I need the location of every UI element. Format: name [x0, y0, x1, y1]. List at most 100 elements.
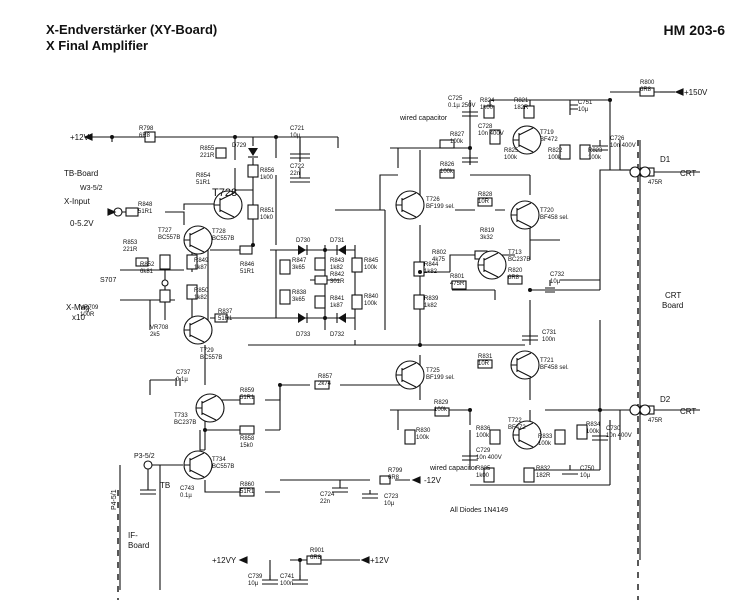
label-plus150v: +150V — [684, 88, 708, 97]
component-ref-r843: R843 — [330, 258, 345, 264]
label-tb-board: TB-Board — [64, 169, 98, 178]
component-value-t727: BC557B — [158, 235, 180, 241]
label-crt-1: CRT — [680, 169, 696, 178]
wires — [92, 91, 700, 590]
component-ref-c751: C751 — [578, 100, 593, 106]
component-value-c726: 10n 400V — [610, 143, 636, 149]
component-value-r825: 100k — [504, 155, 518, 161]
component-ref-t734: T734 — [212, 457, 226, 463]
title-german: X-Endverstärker (XY-Board) — [46, 22, 218, 37]
component-ref-vr708: VR708 — [150, 325, 169, 331]
component-labels: R7986R8R855221RD729R85451R1T728BC557BR85… — [80, 80, 663, 587]
component-ref-r847: R847 — [292, 258, 307, 264]
component-value-r835: 1k00 — [476, 473, 490, 479]
component-value-r860: 51R1 — [240, 489, 255, 495]
component-value-r840: 100k — [364, 301, 378, 307]
component-value-r901: 6R8 — [310, 555, 322, 561]
component-ref-r832: R832 — [536, 466, 551, 472]
component-value-c741: 100n — [280, 581, 293, 587]
label-wired-cap-top: wired capacitor — [399, 115, 448, 122]
component-value-r799: 6R8 — [388, 475, 400, 481]
diodes — [248, 148, 346, 323]
component-value-r853: 221R — [123, 247, 138, 253]
component-value-r838: 3k65 — [292, 297, 306, 303]
component-value-r822: 100k — [548, 155, 562, 161]
component-ref-r824: R824 — [480, 98, 495, 104]
component-ref-t722: T722 — [508, 418, 522, 424]
label-d2: D2 — [660, 395, 671, 404]
component-value-vr708: 2k5 — [150, 332, 160, 338]
component-ref-c729: C729 — [476, 448, 491, 454]
component-value-t728: BC557B — [212, 236, 234, 242]
title-english: X Final Amplifier — [46, 38, 149, 53]
component-ref-t725: T725 — [426, 368, 440, 374]
label-p3: P3-5/2 — [134, 453, 155, 460]
component-ref-r827: R827 — [450, 132, 465, 138]
component-value-r845: 100k — [364, 265, 378, 271]
component-ref-r822: R822 — [548, 148, 563, 154]
component-value-t713: BC237B — [508, 257, 530, 263]
component-value-r846: 51R1 — [240, 269, 255, 275]
component-value-t719: BF472 — [540, 137, 558, 143]
component-value-r798: 6R8 — [139, 133, 151, 139]
component-ref-r798: R798 — [139, 126, 154, 132]
component-value-r849: 1k87 — [194, 265, 208, 271]
component-ref-t728: T728 — [212, 229, 226, 235]
component-value-r854: 51R1 — [196, 180, 211, 186]
component-value-c732: 10µ — [550, 279, 561, 285]
component-value-t734: BC557B — [212, 464, 234, 470]
component-value-c751: 10µ — [578, 107, 589, 113]
supply-arrows — [83, 88, 684, 564]
component-ref-r802: R802 — [432, 250, 447, 256]
label-xmag: X-Mag. — [66, 303, 92, 312]
component-value-r850: 1k82 — [194, 295, 208, 301]
component-ref-r825: R825 — [504, 148, 519, 154]
component-ref-c750: C750 — [580, 466, 595, 472]
component-ref-r844: R844 — [424, 262, 439, 268]
label-plus12v-b: +12V — [370, 556, 390, 565]
label-x10: x10 — [72, 313, 85, 322]
component-value-r820: 6R8 — [508, 275, 520, 281]
component-ref-r850: R850 — [194, 288, 209, 294]
component-ref-r823: R823 — [588, 148, 603, 154]
component-ref-t713: T713 — [508, 250, 522, 256]
label-tb: TB — [160, 481, 170, 490]
component-ref-d733: D733 — [296, 332, 311, 338]
component-ref-c722: C722 — [290, 164, 305, 170]
component-value-t733: BC237B — [174, 420, 196, 426]
label-handwritten-t728: T728 — [212, 187, 237, 199]
document-id: HM 203-6 — [663, 22, 725, 38]
component-value-c724: 22n — [320, 499, 330, 505]
component-value-c739: 10µ — [248, 581, 259, 587]
capacitors — [140, 104, 608, 585]
component-value-r836: 100k — [476, 433, 490, 439]
component-ref-r851: R851 — [260, 208, 275, 214]
component-value-vr709: 100R — [80, 312, 95, 318]
component-value-t721: BF458 sel. — [540, 365, 569, 371]
component-ref-r799: R799 — [388, 468, 403, 474]
component-ref-r841: R841 — [330, 296, 345, 302]
component-ref-t719: T719 — [540, 130, 554, 136]
component-value-r847: 3k65 — [292, 265, 306, 271]
component-value-r855: 221R — [200, 153, 215, 159]
component-ref-c743: C743 — [180, 486, 195, 492]
component-ref-r833: R833 — [538, 434, 553, 440]
label-xrange: 0-5.2V — [70, 219, 94, 228]
component-value-t729: BC557B — [200, 355, 222, 361]
component-ref-r848: R848 — [138, 202, 153, 208]
component-ref-c731: C731 — [542, 330, 557, 336]
component-value-c737: 0.1µ — [176, 377, 188, 383]
component-ref-r838: R838 — [292, 290, 307, 296]
component-ref-r801: R801 — [450, 274, 465, 280]
component-ref-c724: C724 — [320, 492, 335, 498]
component-ref-r828: R828 — [478, 192, 493, 198]
component-ref-r834: R834 — [586, 422, 601, 428]
component-ref-vr709: VR709 — [80, 305, 99, 311]
component-value-t720: BF458 sel. — [540, 215, 569, 221]
component-value-r830: 100k — [416, 435, 430, 441]
label-crt-board-2: Board — [662, 301, 683, 310]
component-ref-r852: R852 — [140, 262, 155, 268]
component-value-r841: 1k87 — [330, 303, 344, 309]
component-ref-c721: C721 — [290, 126, 305, 132]
label-wired-cap-bottom: wired capacitor — [429, 465, 478, 472]
